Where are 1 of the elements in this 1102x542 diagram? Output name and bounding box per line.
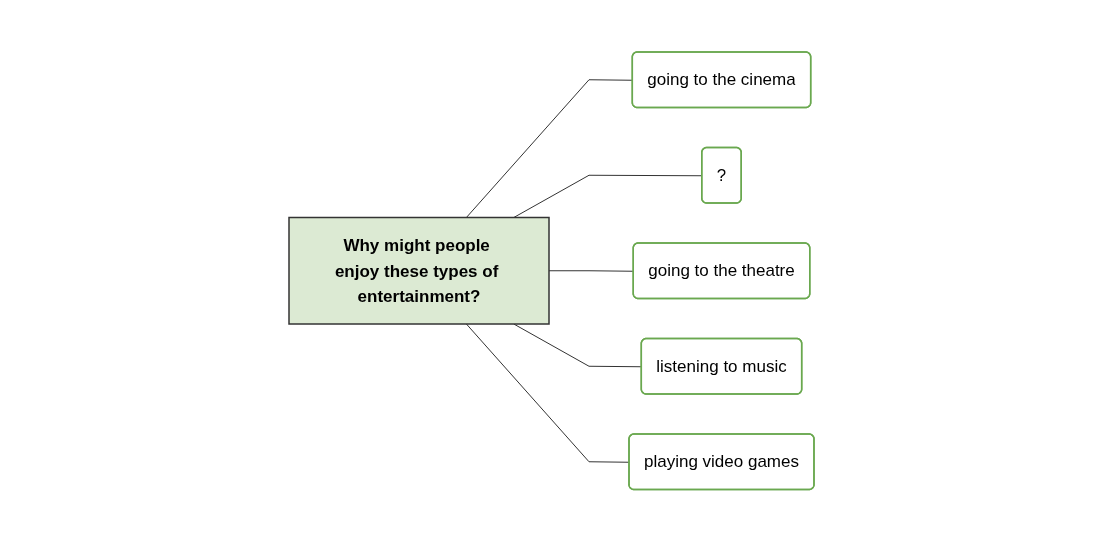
node-box: Why might people enjoy these types of entertainment? — [287, 217, 550, 325]
